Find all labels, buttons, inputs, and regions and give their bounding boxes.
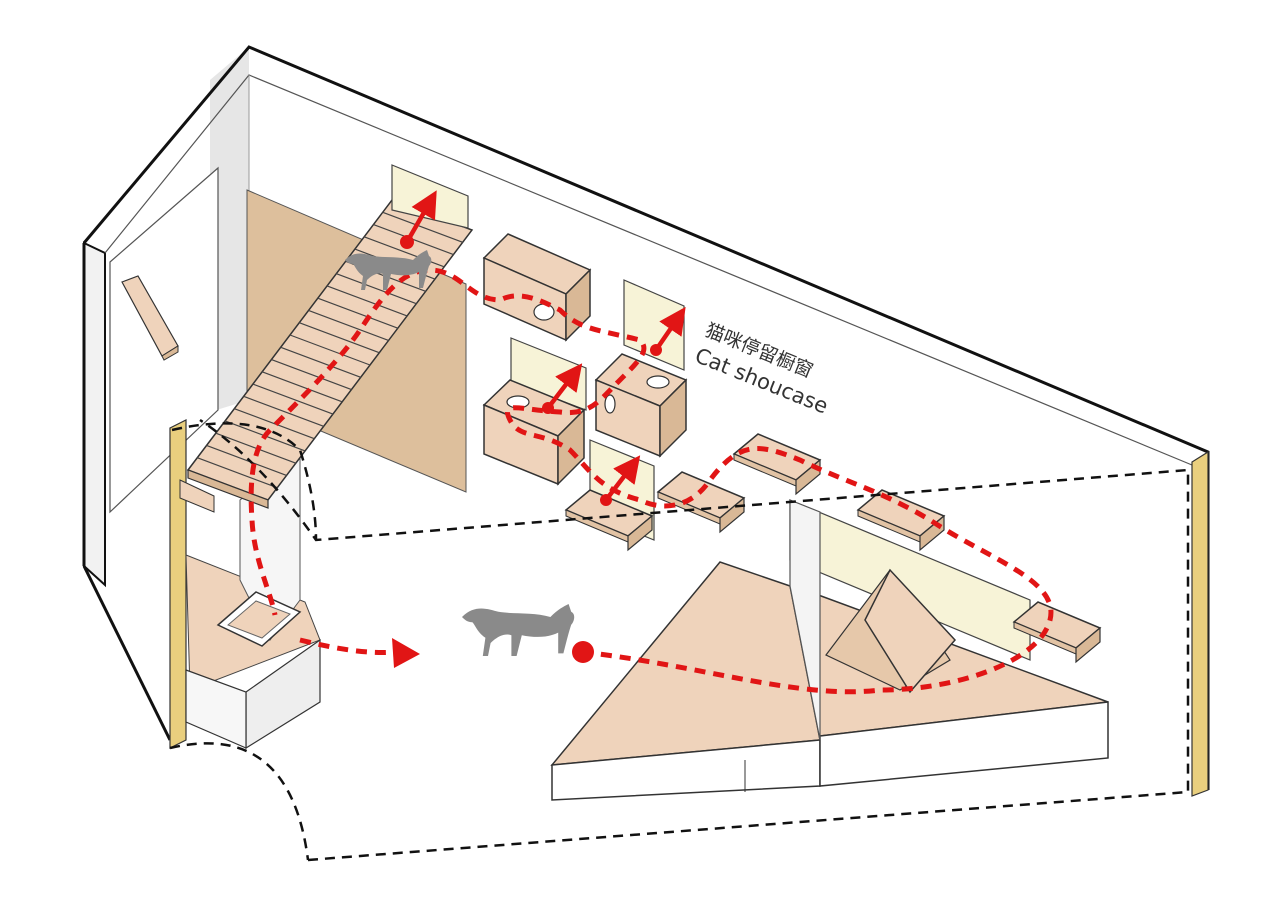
cat-shelf (1012, 601, 1102, 664)
box-upper-hole (533, 303, 555, 321)
cat-box-left (482, 379, 586, 486)
right-platform (550, 499, 1109, 801)
ladder-rung (382, 211, 463, 243)
up-arrow-icon (654, 306, 686, 352)
ladder-rung (243, 395, 324, 427)
door-edge-right (1191, 450, 1209, 797)
left-wall-shade (210, 47, 249, 412)
ladder-rung (336, 273, 417, 305)
path-dot (650, 344, 662, 356)
floor-boundary (169, 418, 1190, 862)
cat-shelf (856, 489, 946, 552)
path-arrowhead-exit (392, 638, 420, 668)
cat-shelf (732, 433, 822, 496)
up-arrow-icon (546, 363, 583, 410)
ladder-rung (299, 322, 380, 354)
a-frame-front (864, 568, 957, 694)
up-arrow-icon (604, 455, 641, 502)
platform-right-front (819, 701, 1109, 787)
ladder-rung (197, 457, 278, 489)
window-right-upper (623, 279, 685, 371)
cat-path-main (248, 267, 1054, 695)
ladder-rung (206, 444, 287, 477)
cat-silhouette-icon (462, 604, 575, 656)
floor-arc (169, 742, 310, 861)
ladder-side (187, 469, 269, 509)
left-wall-thickness (83, 241, 106, 588)
box-right-side (659, 378, 687, 458)
box-left-side (557, 408, 585, 486)
litter-tray-inner (227, 600, 291, 639)
box-right-hole-top (646, 375, 670, 389)
glass-partition (789, 499, 821, 741)
ladder-rung (215, 432, 297, 464)
cat-box-right (594, 353, 688, 458)
path-dot (401, 236, 413, 248)
left-wall-plank-side (161, 345, 179, 361)
ladder-rung (326, 285, 408, 317)
path-dot (542, 402, 554, 414)
ladder-rung (252, 383, 334, 415)
left-floor-area (185, 454, 321, 750)
ladder-support (179, 479, 215, 513)
up-arrows (401, 190, 686, 506)
path-start-dot (572, 641, 594, 663)
cat-silhouette-icon (345, 250, 432, 290)
ladder-rung (280, 346, 361, 378)
up-arrow-icon (405, 190, 437, 244)
path-dot (600, 494, 612, 506)
door-edge-left (169, 419, 187, 749)
ladder-rung (289, 334, 371, 366)
ladder-rung (308, 309, 389, 342)
ladder-rung (261, 371, 343, 403)
box-right-hole-front (604, 394, 616, 414)
ladder-rung (317, 297, 399, 329)
window-panels (391, 164, 1031, 661)
ladder-rung (271, 358, 352, 391)
left-wall-bottom-edge (82, 565, 172, 741)
left-planter-top (185, 669, 247, 749)
cat-shelf (564, 489, 654, 552)
